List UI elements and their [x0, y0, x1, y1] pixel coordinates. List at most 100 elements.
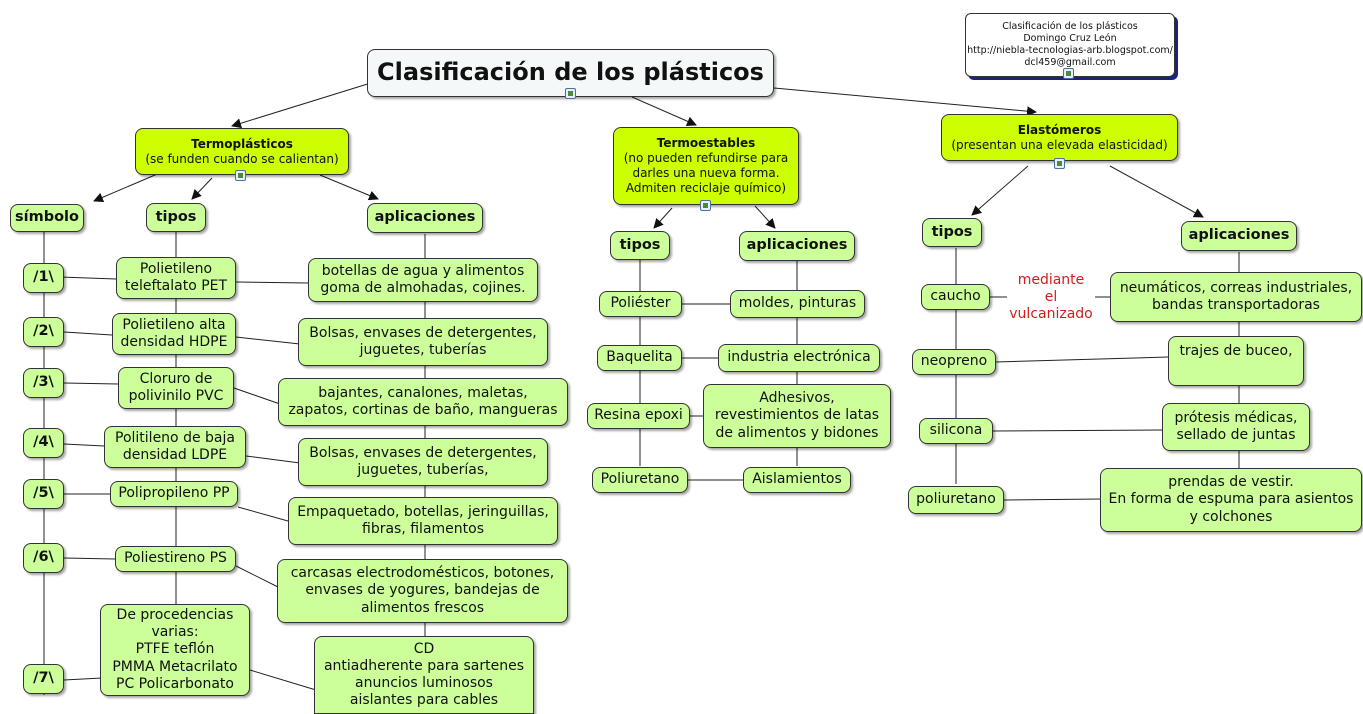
- tipo-text: Poliéster: [610, 295, 671, 312]
- aplicacion-adhesivos: Adhesivos, revestimientos de latas de al…: [703, 384, 891, 448]
- note-text: vulcanizado: [1009, 305, 1093, 322]
- simbolo-4: /4\: [23, 428, 64, 458]
- document-icon[interactable]: [1063, 68, 1074, 79]
- tipo-text: Polipropileno PP: [118, 485, 230, 502]
- tipo-text: polivinilo PVC: [128, 388, 224, 404]
- tipo-text: densidad HDPE: [120, 334, 228, 350]
- aplicacion-text: neumáticos, correas industriales,: [1119, 279, 1353, 296]
- tipo-text: Baquelita: [606, 349, 673, 366]
- aplicacion-text: juguetes, tuberías,: [357, 462, 489, 478]
- image-icon[interactable]: [700, 200, 711, 211]
- aplicacion-text: bandas transportadoras: [1152, 297, 1320, 313]
- aplicacion-protesis: prótesis médicas, sellado de juntas: [1162, 403, 1310, 451]
- concept-map-icon[interactable]: [565, 88, 576, 99]
- aplicacion-text: En forma de espuma para asientos: [1108, 491, 1354, 508]
- tipos-header: tipos: [146, 203, 206, 232]
- elastomeros-subtitle: (presentan una elevada elasticidad): [951, 137, 1168, 152]
- aplicacion-text: sellado de juntas: [1176, 427, 1296, 443]
- aplicacion-ps: carcasas electrodomésticos, botones, env…: [277, 559, 568, 623]
- tipos-label: tipos: [619, 236, 661, 253]
- simbolo-2: /2\: [23, 317, 64, 347]
- aplicacion-text: moldes, pinturas: [738, 295, 857, 312]
- tipo-text: Polietileno alta: [122, 316, 226, 333]
- aplicacion-text: anuncios luminosos: [355, 675, 493, 691]
- aplicacion-pet: botellas de agua y alimentos goma de alm…: [308, 258, 538, 302]
- tipo-text: Poliuretano: [600, 471, 680, 488]
- tipo-ldpe: Politileno de baja densidad LDPE: [104, 426, 246, 468]
- tipo-pvc: Cloruro de polivinilo PVC: [118, 367, 234, 409]
- simbolo-text: /3\: [33, 374, 54, 391]
- tipo-text: densidad LDPE: [122, 447, 228, 463]
- aplicacion-prendas: prendas de vestir. En forma de espuma pa…: [1100, 468, 1362, 532]
- aplicacion-neumaticos: neumáticos, correas industriales, bandas…: [1110, 272, 1362, 322]
- main-title: Clasificación de los plásticos: [367, 49, 774, 97]
- aplicacion-text: carcasas electrodomésticos, botones,: [290, 565, 555, 582]
- elastomeros-aplicaciones-header: aplicaciones: [1181, 221, 1297, 251]
- aplicacion-text: y colchones: [1189, 508, 1273, 525]
- tipo-text: PC Policarbonato: [116, 675, 234, 692]
- aplicacion-text: Bolsas, envases de detergentes,: [309, 324, 537, 341]
- aplicacion-hdpe: Bolsas, envases de detergentes, juguetes…: [298, 318, 548, 366]
- simbolo-1: /1\: [23, 263, 64, 293]
- aplicacion-text: fibras, filamentos: [362, 521, 484, 537]
- tipo-resina-epoxi: Resina epoxi: [587, 403, 690, 429]
- simbolo-text: /4\: [33, 434, 54, 451]
- simbolo-5: /5\: [23, 479, 64, 509]
- termoplasticos-node: Termoplásticos (se funden cuando se cali…: [135, 128, 349, 175]
- aplicacion-text: Aislamientos: [752, 471, 842, 488]
- info-line: http://niebla-tecnologias-arb.blogspot.c…: [967, 45, 1173, 56]
- simbolo-text: /7\: [33, 670, 54, 687]
- tipo-caucho: caucho: [921, 284, 990, 310]
- tipo-text: PTFE teflón: [135, 641, 215, 658]
- aplicacion-aislamientos: Aislamientos: [743, 467, 851, 493]
- tipo-poliester: Poliéster: [599, 291, 682, 317]
- info-line: dcl459@gmail.com: [1024, 56, 1116, 68]
- aplicacion-ldpe: Bolsas, envases de detergentes, juguetes…: [298, 438, 548, 486]
- tipo-text: Polietileno: [139, 260, 213, 277]
- elastomeros-title: Elastómeros: [1017, 122, 1102, 137]
- aplicacion-text: juguetes, tuberías: [359, 342, 487, 358]
- tipo-text: varias:: [151, 624, 199, 641]
- aplicacion-industria: industria electrónica: [718, 344, 880, 372]
- tipos-label: tipos: [931, 223, 973, 240]
- tipo-varias: De procedencias varias: PTFE teflón PMMA…: [100, 604, 250, 696]
- aplicacion-text: alimentos frescos: [360, 599, 485, 616]
- aplicacion-pp: Empaquetado, botellas, jeringuillas, fib…: [288, 497, 558, 545]
- simbolo-text: /2\: [33, 323, 54, 340]
- aplicacion-text: trajes de buceo,: [1179, 343, 1293, 359]
- simbolo-text: /6\: [33, 549, 54, 566]
- info-line: Clasificación de los plásticos: [1002, 21, 1138, 33]
- tipos-label: tipos: [155, 208, 197, 225]
- elastomeros-tipos-header: tipos: [922, 218, 982, 247]
- aplicacion-text: goma de almohadas, cojines.: [320, 280, 526, 296]
- aplicacion-text: industria electrónica: [727, 349, 871, 366]
- simbolo-text: /1\: [33, 269, 54, 286]
- aplicaciones-label: aplicaciones: [746, 237, 848, 254]
- simbolo-text: /5\: [33, 485, 54, 502]
- tipo-baquelita: Baquelita: [597, 345, 682, 371]
- simbolo-7: /7\: [23, 664, 64, 694]
- tipo-silicona: silicona: [919, 418, 993, 444]
- tipo-text: poliuretano: [916, 491, 996, 508]
- tipo-pet: Polietileno teleftalato PET: [116, 257, 236, 299]
- aplicacion-text: CD: [413, 640, 435, 657]
- tipo-text: Poliestireno PS: [124, 550, 227, 567]
- tipo-poliuretano-termoestable: Poliuretano: [592, 467, 688, 493]
- aplicacion-text: aislantes para cables: [349, 692, 499, 709]
- image-icon[interactable]: [1054, 158, 1065, 169]
- tipo-text: silicona: [929, 422, 983, 439]
- image-icon[interactable]: [235, 170, 246, 181]
- tipo-poliuretano-elastomero: poliuretano: [908, 486, 1004, 514]
- aplicacion-text: botellas de agua y alimentos: [321, 262, 525, 279]
- elastomeros-node: Elastómeros (presentan una elevada elast…: [941, 114, 1178, 161]
- termoplasticos-subtitle: (se funden cuando se calientan): [145, 151, 339, 166]
- info-line: Domingo Cruz León: [1023, 33, 1117, 45]
- tipo-text: caucho: [930, 288, 981, 305]
- tipo-text: neopreno: [920, 353, 988, 370]
- aplicaciones-header: aplicaciones: [367, 203, 483, 233]
- info-box: Clasificación de los plásticos Domingo C…: [965, 13, 1175, 77]
- tipo-hdpe: Polietileno alta densidad HDPE: [112, 313, 236, 355]
- simbolo-label: símbolo: [15, 209, 79, 226]
- tipo-text: De procedencias: [116, 607, 234, 624]
- tipo-neopreno: neopreno: [912, 349, 996, 375]
